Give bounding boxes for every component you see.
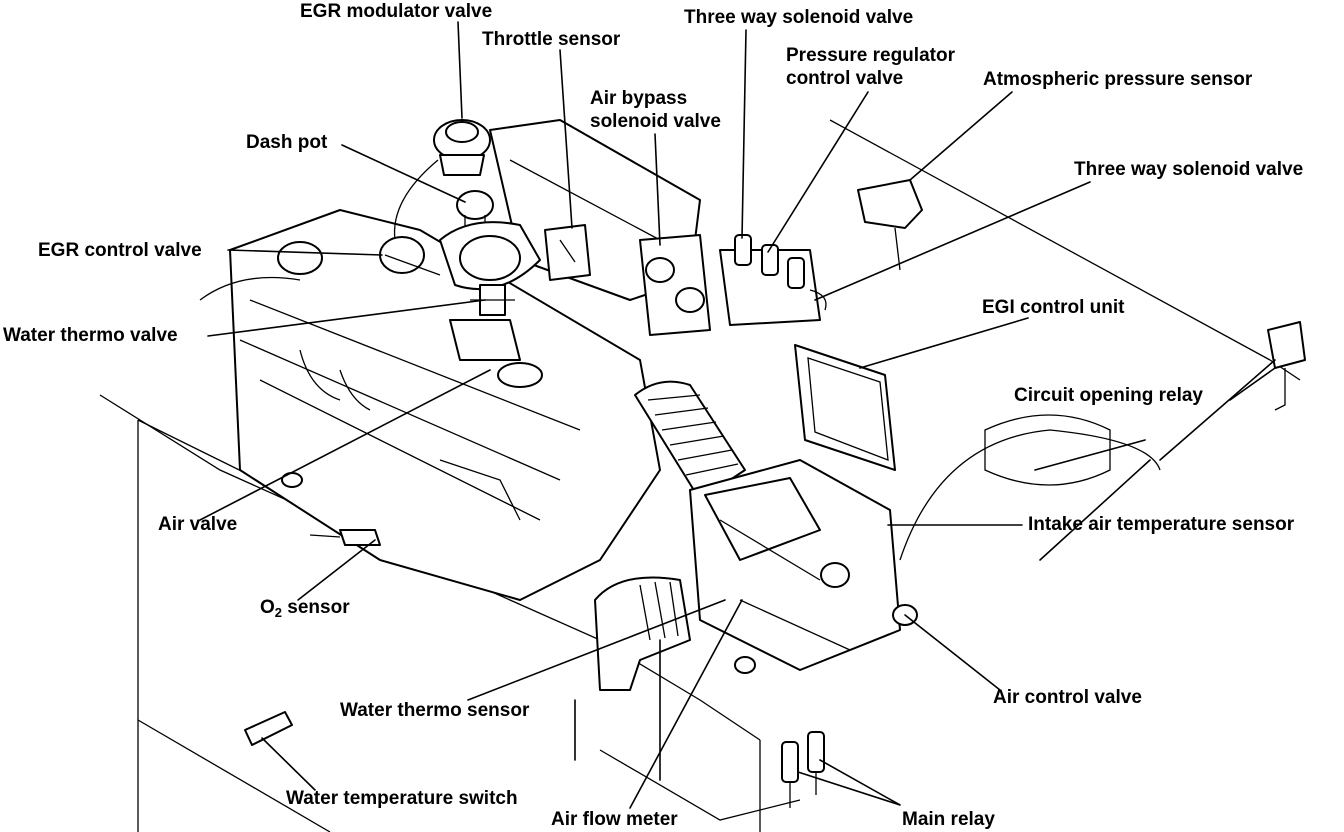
- egr-modulator-valve-part: [393, 119, 491, 241]
- label-throttle-sensor: Throttle sensor: [482, 29, 621, 50]
- water-thermo-valve-part: [470, 284, 515, 316]
- label-o2-subscript: 2: [274, 605, 283, 620]
- solenoid-valve-cluster: [719, 234, 827, 326]
- o2-sensor-part: [309, 529, 381, 546]
- dash-pot-part: [456, 190, 494, 235]
- air-funnel: [594, 576, 691, 691]
- main-relay-part: [781, 731, 825, 808]
- label-circuit-opening-relay: Circuit opening relay: [1014, 385, 1203, 406]
- engine-block: [199, 209, 661, 601]
- vehicle-body-outline: [99, 119, 1301, 832]
- label-o2-prefix: O: [260, 597, 275, 618]
- label-o2-sensor: O2 sensor: [260, 598, 350, 623]
- leader-lines: [199, 21, 1276, 809]
- label-pressure-regulator-line2: control valve: [786, 68, 904, 89]
- label-three-way-solenoid-valve-right: Three way solenoid valve: [1074, 159, 1304, 180]
- label-main-relay: Main relay: [902, 809, 995, 830]
- label-egr-modulator-valve: EGR modulator valve: [300, 1, 493, 22]
- label-egi-control-unit: EGI control unit: [982, 297, 1125, 318]
- label-pressure-regulator-line1: Pressure regulator: [786, 45, 955, 66]
- intake-hose: [634, 380, 746, 501]
- label-intake-air-temperature-sensor: Intake air temperature sensor: [1028, 514, 1295, 535]
- air-bypass-solenoid-part: [639, 234, 711, 336]
- label-air-bypass-line2: solenoid valve: [590, 111, 721, 132]
- circuit-opening-relay-part: [1267, 321, 1306, 411]
- air-flow-meter-part: [689, 459, 918, 674]
- air-valve-part: [449, 319, 543, 388]
- label-air-bypass-line1: Air bypass: [590, 88, 688, 109]
- egi-control-unit-part: [794, 344, 896, 471]
- label-air-control-valve: Air control valve: [993, 687, 1142, 708]
- water-temperature-switch-part: [244, 711, 293, 746]
- label-egr-control-valve: EGR control valve: [38, 240, 202, 261]
- label-dash-pot: Dash pot: [246, 132, 328, 153]
- atmospheric-pressure-sensor-part: [857, 179, 923, 271]
- label-o2-suffix: sensor: [282, 597, 350, 618]
- throttle-body: [439, 221, 591, 291]
- label-air-valve: Air valve: [158, 514, 238, 535]
- label-water-temperature-switch: Water temperature switch: [286, 788, 518, 809]
- label-three-way-solenoid-valve-top: Three way solenoid valve: [684, 7, 914, 28]
- label-air-flow-meter: Air flow meter: [551, 809, 678, 830]
- label-water-thermo-valve: Water thermo valve: [3, 325, 178, 346]
- label-water-thermo-sensor: Water thermo sensor: [340, 700, 530, 721]
- label-atmospheric-pressure-sensor: Atmospheric pressure sensor: [983, 69, 1253, 90]
